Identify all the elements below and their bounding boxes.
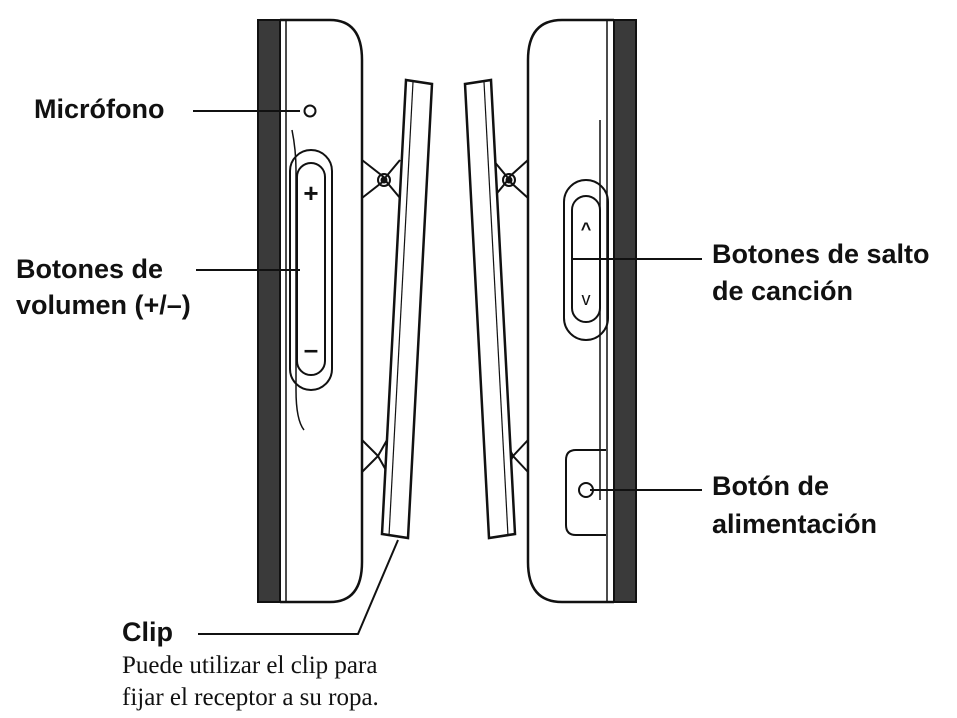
label-skip-line2: de canción xyxy=(712,276,854,306)
power-button-housing xyxy=(565,449,606,536)
left-hinge-bottom xyxy=(361,439,388,473)
right-clip xyxy=(463,78,517,540)
left-hinge-top xyxy=(361,159,401,199)
skip-up-symbol: ^ xyxy=(580,219,592,239)
skip-down-symbol: v xyxy=(581,289,591,309)
label-volume-line1: Botones de xyxy=(16,254,164,284)
label-power-line2: alimentación xyxy=(712,509,878,539)
hinge-screw-icon xyxy=(377,173,391,187)
microphone-hole-icon xyxy=(303,104,317,118)
label-power-line1: Botón de xyxy=(712,471,829,501)
right-device xyxy=(463,18,637,604)
left-clip xyxy=(380,78,434,540)
leader-clip xyxy=(198,539,399,635)
label-microphone: Micrófono xyxy=(34,94,165,124)
leader-lines xyxy=(193,110,702,635)
clip-description-line1: Puede utilizar el clip para xyxy=(122,652,378,679)
right-device-dark-band xyxy=(613,19,637,603)
hinge-screw-icon xyxy=(502,173,516,187)
volume-down-symbol: – xyxy=(303,334,319,364)
label-volume-line2: volumen (+/–) xyxy=(16,290,191,320)
left-device-dark-band xyxy=(257,19,281,603)
right-hinge-top xyxy=(492,159,529,199)
left-device-body xyxy=(280,18,364,604)
label-skip-line1: Botones de salto xyxy=(712,239,930,269)
right-device-body xyxy=(526,18,614,604)
label-clip: Clip xyxy=(122,617,173,647)
left-device xyxy=(257,18,434,604)
clip-description-line2: fijar el receptor a su ropa. xyxy=(122,684,379,711)
volume-up-symbol: + xyxy=(303,178,319,208)
